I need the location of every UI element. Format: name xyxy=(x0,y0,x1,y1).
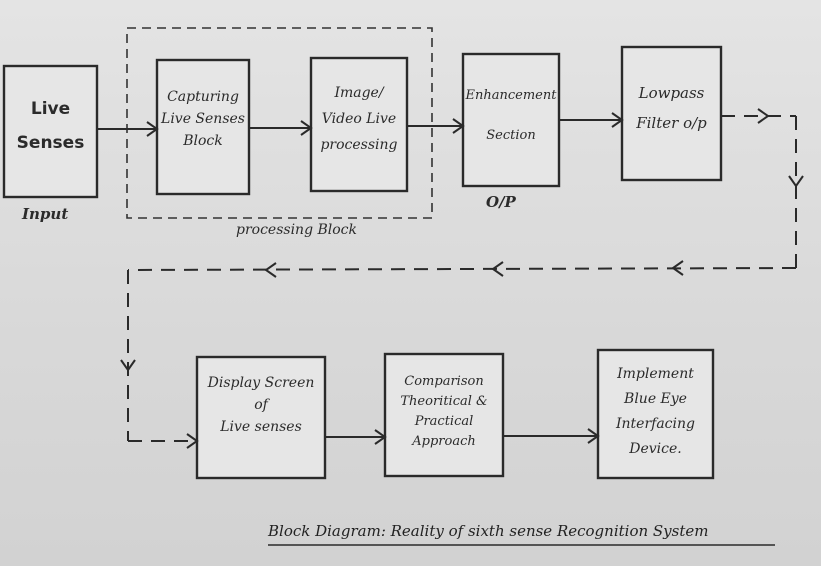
box-comparison xyxy=(383,352,505,478)
input-label: Input xyxy=(22,205,69,223)
block-implement-label: Implement Blue Eye Interfacing Device. xyxy=(616,366,695,457)
block-enhancement-label: Enhancement Section xyxy=(465,88,557,143)
block-live-senses-label: Live Senses xyxy=(16,99,85,153)
box-enhancement xyxy=(461,52,561,188)
box-image-video xyxy=(309,56,409,193)
arrowhead xyxy=(757,108,770,124)
arrowhead xyxy=(587,428,600,444)
arrowhead xyxy=(264,262,277,278)
block-display-label: Display Screen of Live senses xyxy=(207,375,315,435)
block-comparison-label: Comparison Theoritical & Practical Appro… xyxy=(400,374,488,449)
diagram-caption: Block Diagram: Reality of sixth sense Re… xyxy=(268,522,709,540)
arrowhead xyxy=(146,121,159,137)
dashed-path-left xyxy=(127,267,797,271)
processing-block-label: processing Block xyxy=(236,222,358,238)
arrowhead xyxy=(671,260,684,276)
processing-block-outline xyxy=(126,27,433,219)
box-implement xyxy=(596,348,715,480)
arrowhead xyxy=(452,118,465,134)
arrowhead xyxy=(120,359,136,372)
arrowhead xyxy=(788,175,804,188)
arrowhead xyxy=(491,261,504,277)
box-display xyxy=(195,355,327,480)
box-capturing xyxy=(155,58,251,196)
arrowhead xyxy=(186,433,199,449)
arrowhead xyxy=(611,112,624,128)
arrowhead xyxy=(300,120,313,136)
block-lowpass-label: Lowpass Filter o/p xyxy=(636,84,707,132)
output-label: O/P xyxy=(486,193,516,211)
block-capturing-label: Capturing Live Senses Block xyxy=(161,89,245,149)
box-live-senses xyxy=(2,64,99,199)
block-image-video-label: Image/ Video Live processing xyxy=(320,85,398,153)
box-lowpass xyxy=(620,45,723,182)
arrowhead xyxy=(374,429,387,445)
